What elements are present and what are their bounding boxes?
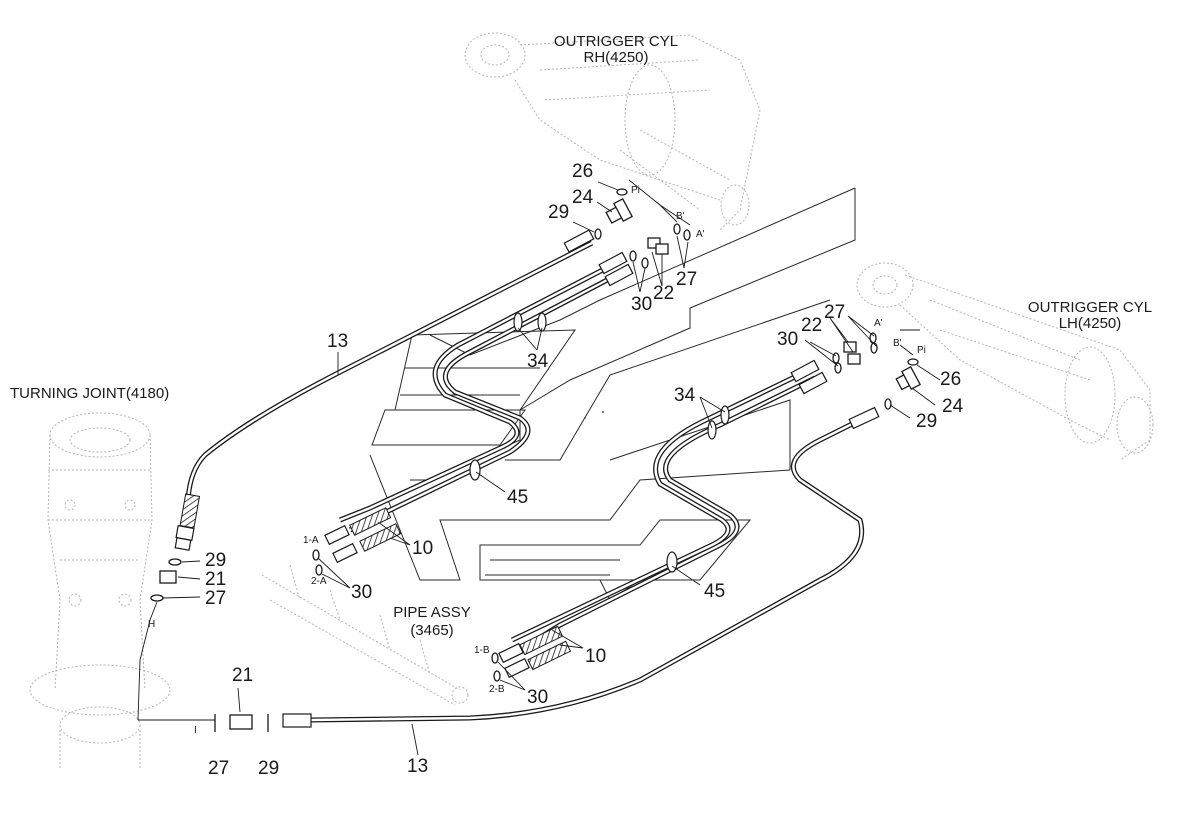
rh-outrigger-cylinder-outline [464,32,761,231]
callout-rh-24: 24 [572,187,594,208]
port-label-pi-lh: Pi [917,345,926,356]
rh-cylinder-title-line1: OUTRIGGER CYL [553,33,679,50]
leader-lines [137,179,941,756]
rh-cylinder-title-line2: RH(4250) [583,49,649,66]
callout-bottom-21: 21 [232,665,254,686]
port-label-2a: 2-A [311,576,327,587]
port-label-h: H [148,619,156,630]
hose-13-bottom [282,406,880,728]
callout-hose-10-left: 10 [412,538,434,559]
port-label-pi-rh: Pi [631,185,640,196]
port-label-b-lh: B' [893,338,902,349]
turning-joint-outline [29,412,171,770]
port-label-i: I [194,725,197,736]
callout-tj-29: 29 [205,550,227,571]
pipe-assy-title-line1: PIPE ASSY [393,604,471,621]
port-label-b-rh: B' [676,211,685,222]
callout-lh-26: 26 [940,369,962,390]
rh-cylinder-title: OUTRIGGER CYL RH(4250) [540,34,692,65]
port-label-2b: 2-B [489,684,505,695]
callout-lh-22: 22 [801,315,823,336]
pipe-assy-outline [261,564,469,706]
lh-outrigger-cylinder-outline [856,262,1154,461]
callout-tj-27: 27 [205,588,227,609]
port-label-a-rh: A' [696,229,705,240]
callout-lh-27: 27 [824,302,846,323]
turning-joint-title: TURNING JOINT(4180) [10,385,170,402]
frame-bracket-outline [369,187,856,601]
callout-bottom-27: 27 [208,758,230,779]
hose-bundle-left [324,251,634,564]
callout-clamp-45-left: 45 [507,487,529,508]
callout-clamp-45-right: 45 [704,581,726,602]
pipe-assy-title-line2: (3465) [410,622,454,639]
callout-hose-10-right: 10 [585,646,607,667]
callout-hose-13-bottom: 13 [407,756,429,777]
callout-rh-29: 29 [548,202,570,223]
callout-bottom-29: 29 [258,758,280,779]
pipe-assy-title: PIPE ASSY (3465) [380,605,484,638]
callout-rh-30: 30 [631,294,653,315]
port-label-a-lh: A' [874,318,883,329]
center-marker [584,411,604,419]
callout-clamp-34-right: 34 [674,385,696,406]
callout-tj-21: 21 [205,569,227,590]
lh-cylinder-title-line1: OUTRIGGER CYL [1027,299,1153,316]
lh-cylinder-title: OUTRIGGER CYL LH(4250) [1014,300,1166,331]
callout-hose-13-top: 13 [327,331,349,352]
callout-rh-26: 26 [572,161,594,182]
callout-lh-29: 29 [916,411,938,432]
callout-port-30-right: 30 [527,687,549,708]
port-label-1a: 1-A [303,535,319,546]
callout-port-30-left: 30 [351,582,373,603]
callout-rh-27: 27 [676,269,698,290]
hose-bundle-right [498,359,828,679]
callout-rh-22: 22 [653,283,675,304]
callout-lh-24: 24 [942,396,964,417]
callout-lh-30: 30 [777,329,799,350]
hose-13-top [174,229,595,551]
lh-cylinder-title-line2: LH(4250) [1058,315,1122,332]
callout-clamp-34-left: 34 [527,351,549,372]
port-label-1b: 1-B [474,645,490,656]
